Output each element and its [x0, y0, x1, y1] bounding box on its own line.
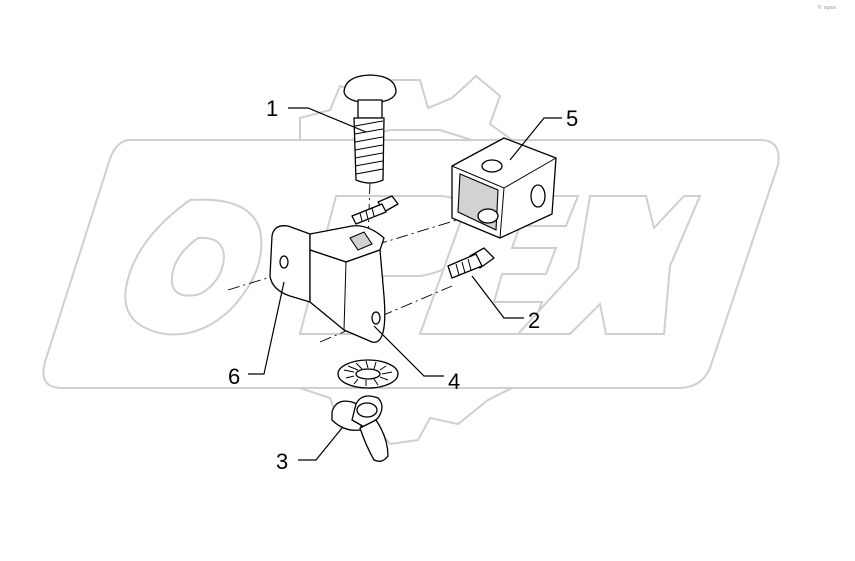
watermark-gear [299, 74, 516, 141]
lock-washer-part [337, 359, 399, 389]
callout-numbers: 1 2 3 4 5 6 [228, 96, 578, 474]
corner-copyright-mark: © opex [817, 4, 836, 11]
callout-1: 1 [266, 96, 278, 121]
hex-screw-part [447, 247, 495, 279]
leader-1 [288, 107, 367, 133]
callout-6: 6 [228, 364, 240, 389]
opex-watermark-logo: © opex [42, 4, 836, 446]
axis-lower [319, 285, 453, 343]
clamp-block-part [451, 137, 557, 239]
leader-lines [248, 107, 562, 461]
mounting-bracket-part [269, 225, 386, 343]
leader-4 [373, 325, 444, 377]
callout-5: 5 [566, 106, 578, 131]
watermark-letter-x [515, 195, 702, 335]
leader-5 [509, 117, 562, 161]
leader-3 [298, 427, 343, 461]
callout-3: 3 [276, 449, 288, 474]
carriage-bolt-part [343, 74, 397, 184]
leader-6 [248, 281, 285, 375]
small-screw-part [351, 195, 399, 225]
callout-2: 2 [528, 308, 540, 333]
watermark-letter-o-hole [170, 236, 226, 297]
wing-nut-part [331, 395, 389, 462]
leader-2 [471, 275, 524, 319]
callout-4: 4 [448, 369, 460, 394]
